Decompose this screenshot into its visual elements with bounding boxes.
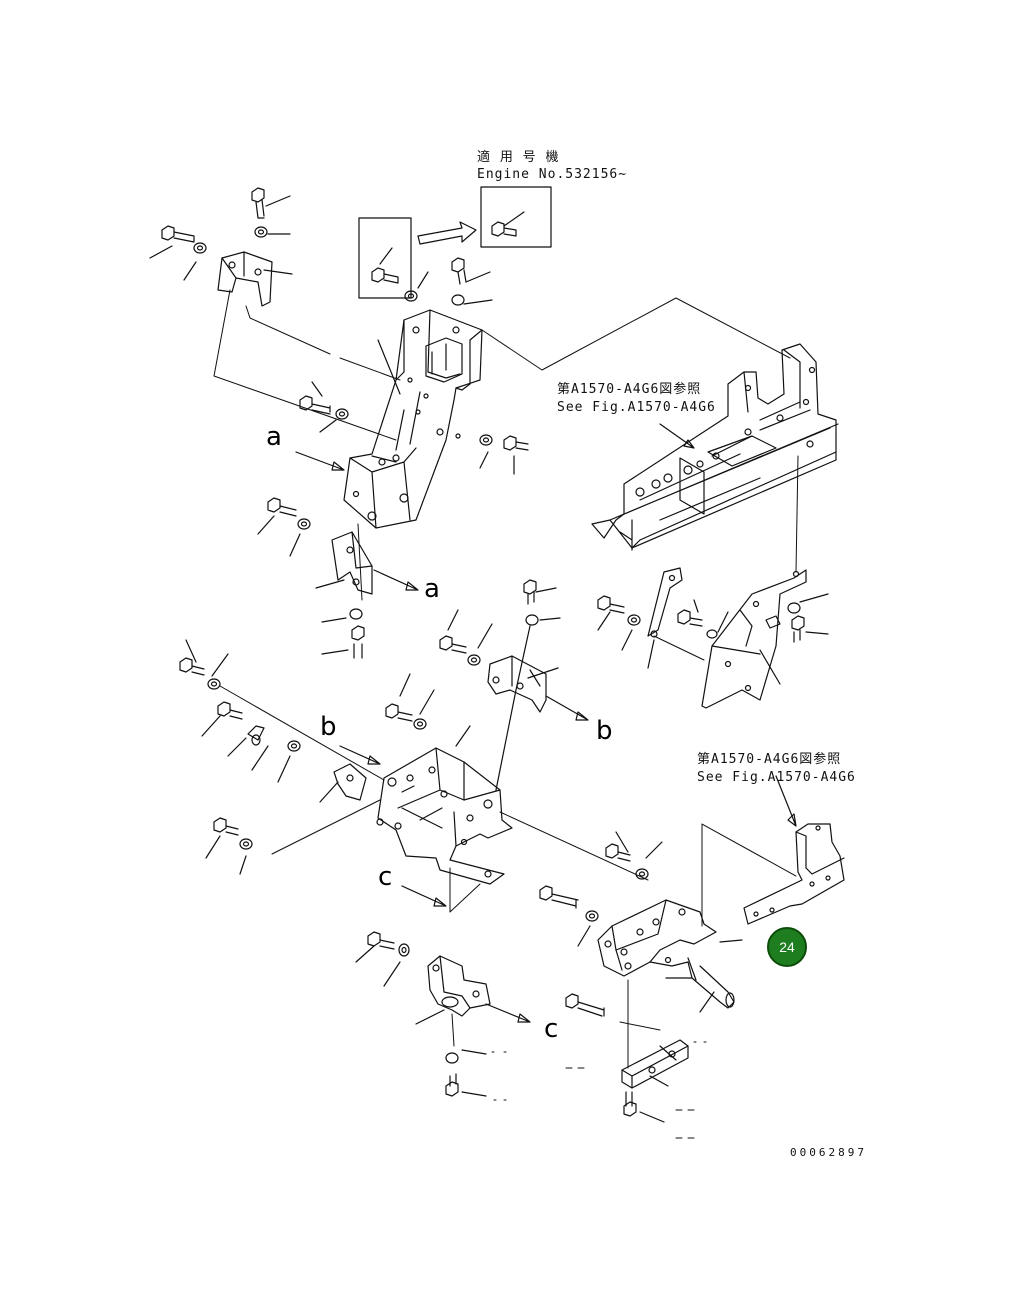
marker-c-lower: c [544, 1014, 559, 1044]
marker-c-upper: c [378, 862, 393, 892]
new-bolt-box [480, 186, 552, 248]
right-frame-assembly [591, 343, 839, 551]
lower-small-bracket-a [257, 497, 373, 659]
main-upright-bracket [343, 309, 483, 529]
drawing-number: 00062897 [790, 1146, 867, 1159]
bolt-group-left-mid [179, 639, 385, 875]
reference-upper-jp: 第A1570-A4G6図参照 [557, 382, 702, 397]
lower-right-bracket [539, 823, 797, 1031]
upper-left-bracket [217, 251, 273, 307]
marker-a-upper: a [266, 422, 282, 452]
engine-note-jp: 適 用 号 機 [477, 150, 560, 165]
middle-bracket-assembly [333, 655, 547, 885]
marker-a-lower: a [424, 574, 440, 604]
reference-upper-en: See Fig.A1570-A4G6 [557, 400, 716, 415]
marker-b-right: b [596, 716, 613, 746]
bolt-group-top-left [149, 187, 293, 281]
arrow-c-upper [401, 885, 447, 907]
old-bolt-box [358, 217, 412, 299]
arrow-to-new [417, 221, 477, 245]
arrow-a-lower [373, 569, 419, 591]
callout-badge[interactable]: 24 [767, 927, 807, 967]
bolt-group-upper-mid [299, 257, 529, 475]
reference-lower-jp: 第A1570-A4G6図参照 [697, 752, 842, 767]
right-side-brackets [597, 567, 829, 709]
foot-bracket [621, 979, 689, 1123]
bolt-group-middle [385, 579, 561, 791]
engine-note-en: Engine No.532156~ [477, 167, 628, 182]
lower-right-plate [743, 823, 845, 925]
arrow-b-right [545, 695, 589, 721]
lower-left-bracket-c [355, 931, 491, 1097]
arrow-a-upper [295, 451, 345, 471]
reference-lower-en: See Fig.A1570-A4G6 [697, 770, 856, 785]
arrow-b-left [339, 745, 381, 765]
ref-arrow-upper [659, 423, 695, 449]
arrow-c-lower [485, 1003, 531, 1023]
marker-b-left: b [320, 712, 337, 742]
ref-arrow-lower [775, 775, 797, 827]
